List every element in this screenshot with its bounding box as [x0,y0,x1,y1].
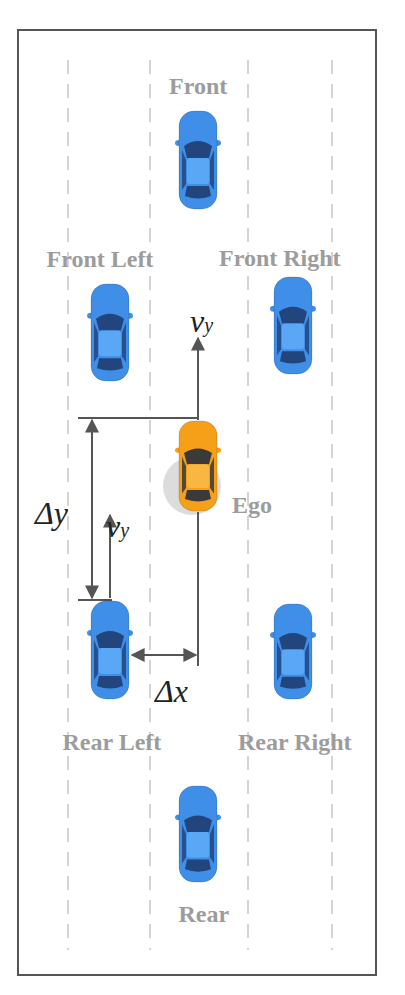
car-shape [176,420,220,512]
vehicle: Ego [176,420,220,512]
lane-lines [68,60,332,950]
vehicle: Rear Left [88,600,132,700]
vehicle-label: Rear Left [63,730,162,754]
velocity-label: vy [106,510,129,542]
frame [18,30,376,975]
car-shape [176,785,220,883]
dimension-label: Δx [155,675,188,707]
vehicle: Rear Right [271,603,315,700]
vehicle-label: Front Left [47,247,154,271]
vehicle: Front Right [271,276,315,375]
car-shape [88,283,132,382]
vehicle: Rear [176,785,220,883]
vehicle-label: Rear Right [238,730,352,754]
vehicle-label: Rear [179,902,230,926]
car-shape [271,603,315,700]
car-shape [176,110,220,210]
vehicle-label: Front [169,74,227,98]
vehicle: Front Left [88,283,132,382]
vehicle: Front [176,110,220,210]
velocity-label: vy [190,305,213,337]
car-shape [88,600,132,700]
dimension-label: Δy [35,497,68,529]
vehicle-label: Front Right [219,246,341,270]
vehicle-label: Ego [232,493,272,517]
car-shape [271,276,315,375]
